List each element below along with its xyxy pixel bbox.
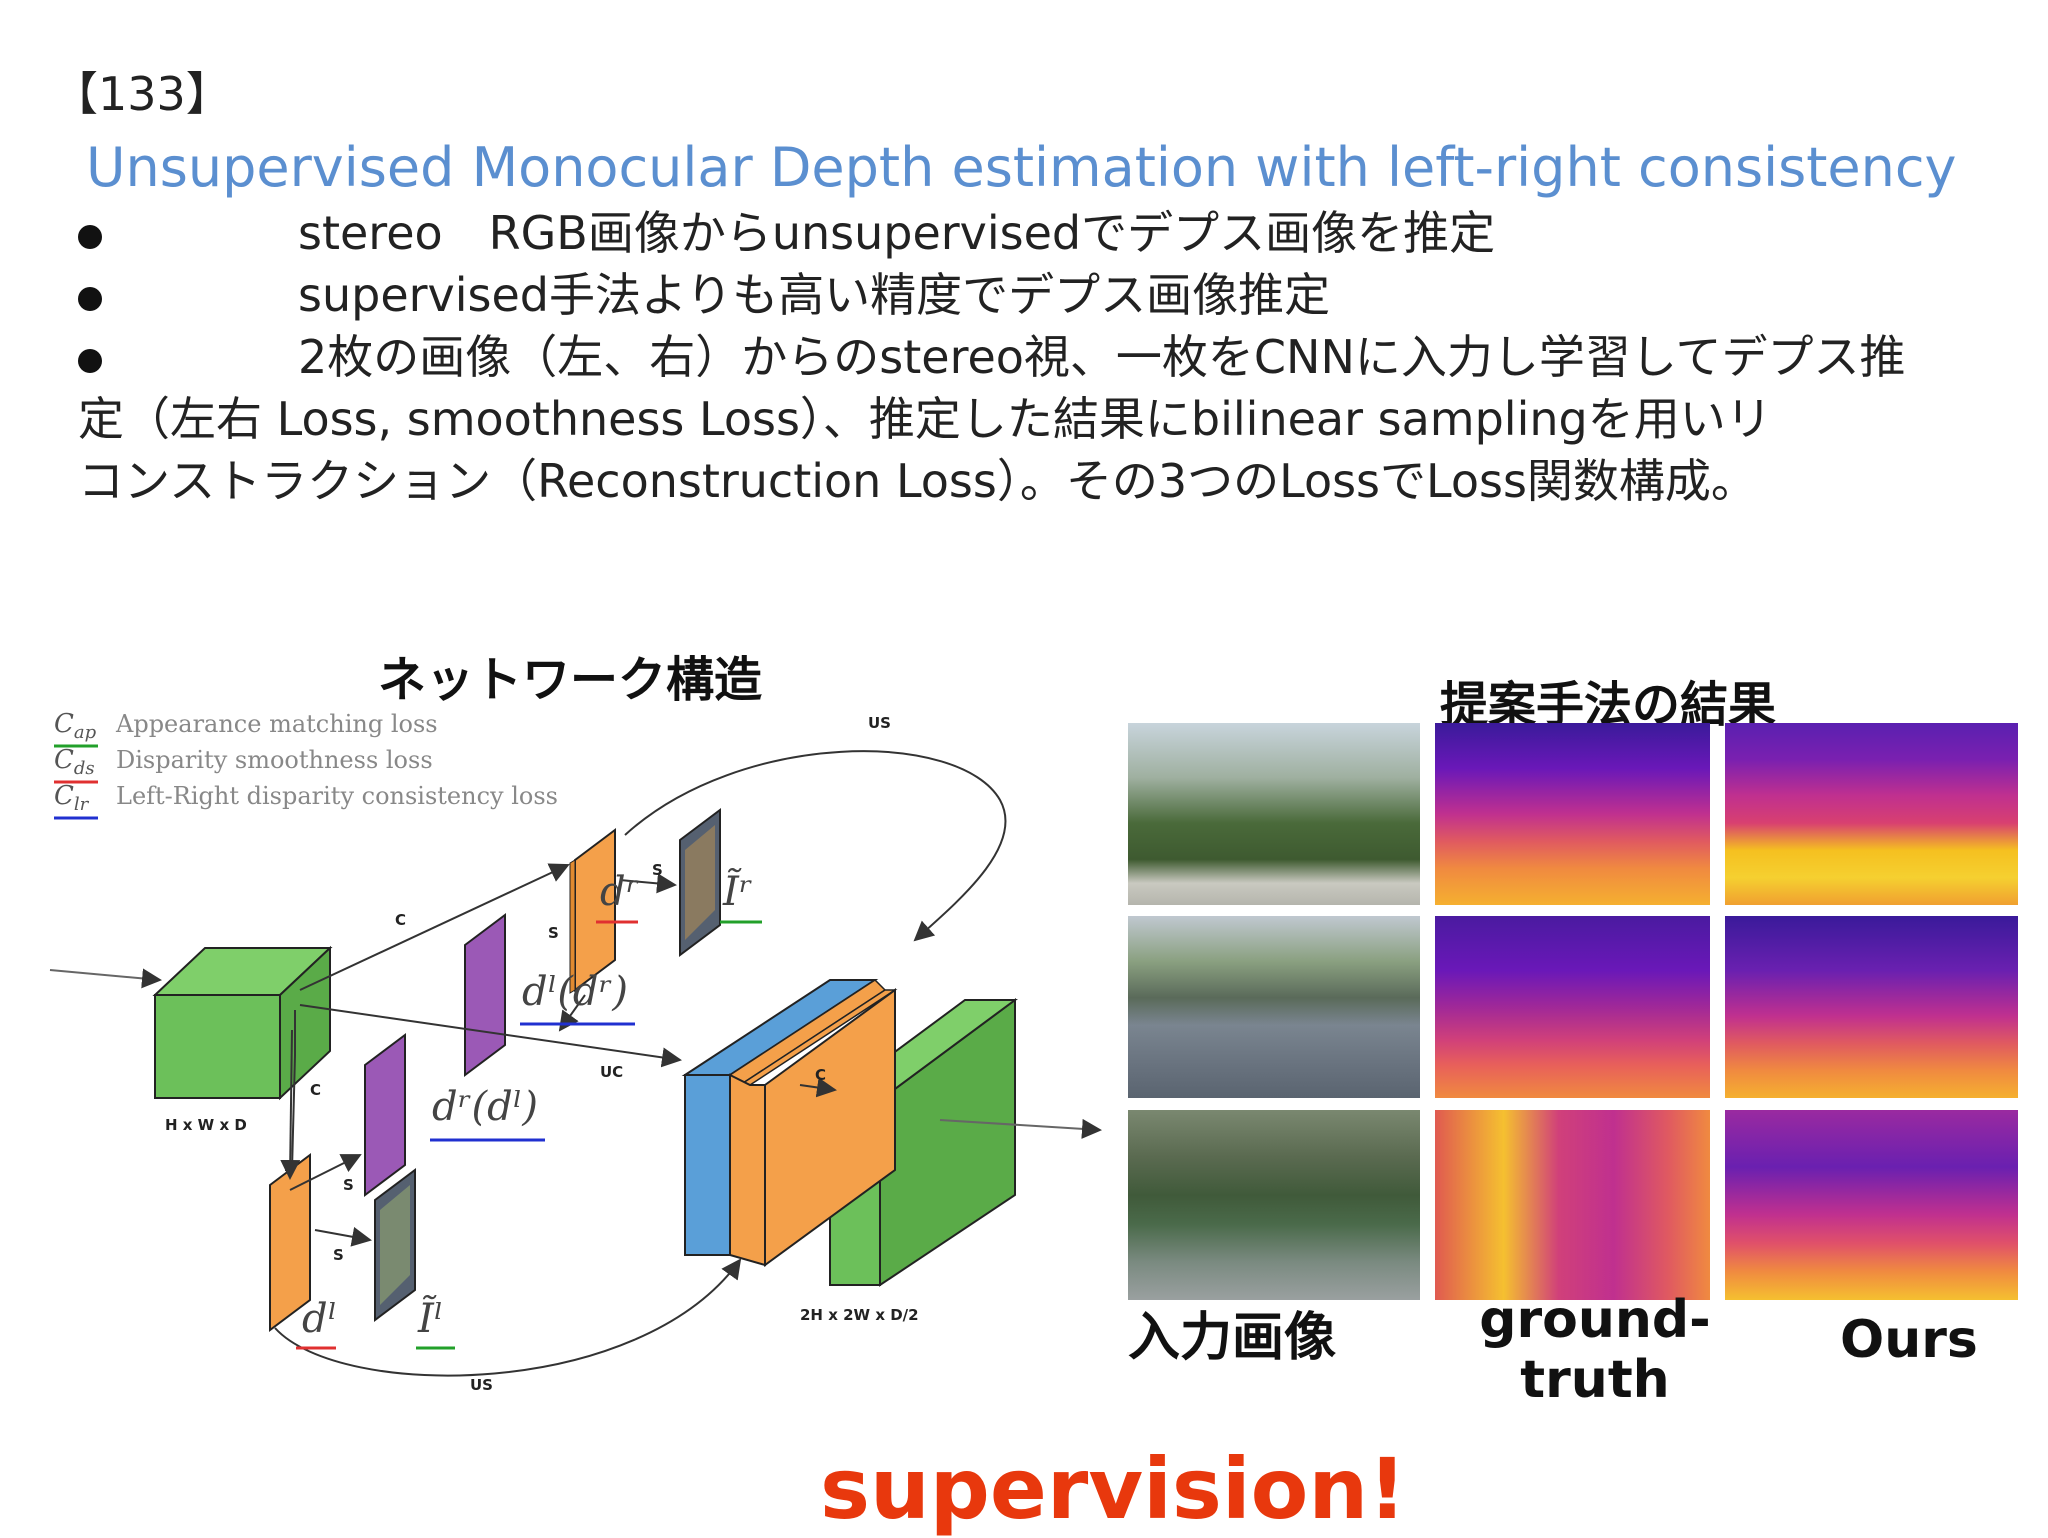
bullet-1-text: stereo RGB画像からunsupervisedでデプス画像を推定 (298, 206, 1496, 260)
column-label-input: 入力画像 (1128, 1308, 1337, 1368)
disparity-left-from-right-block (464, 913, 506, 1077)
arrow-us-bottom (274, 1258, 742, 1377)
ours-row-3 (1725, 1110, 2018, 1300)
ground-truth-line-1: ground- (1479, 1290, 1711, 1350)
ground-truth-row-2 (1435, 916, 1710, 1098)
network-diagram: Cap Appearance matching loss Cds Dispari… (49, 709, 1102, 1394)
bullet-3-text: 2枚の画像（左、右）からのstereo視、一枚をCNNに入力し学習してデプス推 (298, 330, 1906, 384)
bullet-3-continuation-1: 定（左右 Loss, smoothness Loss）、推定した結果にbilin… (78, 392, 1772, 446)
bullet-3: 2枚の画像（左、右）からのstereo視、一枚をCNNに入力し学習してデプス推 (78, 326, 2018, 388)
bullet-dot (78, 286, 102, 311)
label-uc: UC (600, 1063, 623, 1081)
input-arrow (49, 968, 162, 989)
ground-truth-row-1 (1435, 723, 1710, 905)
label-c-top: C (395, 911, 406, 929)
label-Il: Ĩˡ (417, 1295, 444, 1342)
legend-label-2: Disparity smoothness loss (116, 746, 433, 774)
slide-title: Unsupervised Monocular Depth estimation … (86, 136, 1957, 199)
bullet-2-text: supervised手法よりも高い精度でデプス画像推定 (298, 268, 1331, 322)
label-s-top: S (652, 861, 663, 879)
arrow-c-right (799, 1077, 837, 1098)
legend-symbol-clr: Clr (54, 781, 90, 815)
arrow-uc (299, 1004, 682, 1068)
input-dims-label: H x W x D (165, 1116, 247, 1134)
label-dr: dʳ (600, 869, 640, 915)
ours-row-1 (1725, 723, 2018, 905)
label-dl-dr: dˡ(dʳ) (522, 969, 628, 1015)
arrow-s-diag-bottom (289, 1154, 362, 1191)
ours-row-2 (1725, 916, 2018, 1098)
output-arrow (939, 1118, 1102, 1139)
label-s-diag-bottom: S (343, 1176, 354, 1194)
bullet-1: stereo RGB画像からunsupervisedでデプス画像を推定 (78, 202, 1978, 264)
input-image-row-1 (1128, 723, 1420, 905)
reconstructed-left-image (374, 1168, 416, 1322)
arrow-us-top (624, 750, 1007, 942)
label-Ir: Ĩʳ (722, 868, 753, 915)
label-c-right: C (815, 1066, 826, 1084)
label-us-bottom: US (470, 1376, 493, 1394)
label-us-top: US (868, 714, 891, 732)
input-image-row-2 (1128, 916, 1420, 1098)
legend-symbol-cap: Cap (54, 709, 97, 743)
ground-truth-row-3 (1435, 1110, 1710, 1300)
disparity-right-block (569, 828, 616, 994)
output-dims-label: 2H x 2W x D/2 (800, 1306, 919, 1324)
network-structure-heading: ネットワーク構造 (378, 652, 763, 708)
column-label-ground-truth: ground- truth (1475, 1290, 1715, 1410)
label-c-bottom: C (310, 1081, 321, 1099)
bullet-2: supervised手法よりも高い精度でデプス画像推定 (78, 264, 1978, 326)
supervision-callout: supervision! (820, 1440, 1407, 1538)
arrow-c-down (280, 1029, 301, 1180)
bullet-3-continuation-2: コンストラクション（Reconstruction Loss）。その3つのLoss… (78, 454, 1757, 508)
arrow-c-top (299, 863, 570, 991)
label-s-bottom: S (333, 1246, 344, 1264)
slide-number: 【133】 (52, 67, 232, 121)
input-image-row-3 (1128, 1110, 1420, 1300)
bullet-dot (78, 224, 102, 249)
reconstructed-right-image (679, 808, 721, 957)
input-feature-block (152, 945, 333, 1101)
results-grid (1128, 718, 2018, 1308)
disparity-right-from-left-block (364, 1033, 406, 1197)
label-s-diag-top: S (548, 924, 559, 942)
legend: Cap Appearance matching loss Cds Dispari… (54, 709, 558, 820)
bullet-dot (78, 348, 102, 373)
label-dl: dˡ (302, 1296, 337, 1342)
ground-truth-line-2: truth (1520, 1350, 1670, 1410)
arrow-s-bottom (314, 1226, 372, 1247)
legend-label-1: Appearance matching loss (115, 710, 438, 738)
label-dr-dl: dʳ(dˡ) (432, 1084, 538, 1130)
column-label-ours: Ours (1840, 1310, 1978, 1370)
arrow-s-top (619, 873, 677, 894)
legend-symbol-cds: Cds (54, 745, 95, 779)
legend-label-3: Left-Right disparity consistency loss (116, 782, 558, 810)
stacked-decoder-block (681, 979, 898, 1267)
